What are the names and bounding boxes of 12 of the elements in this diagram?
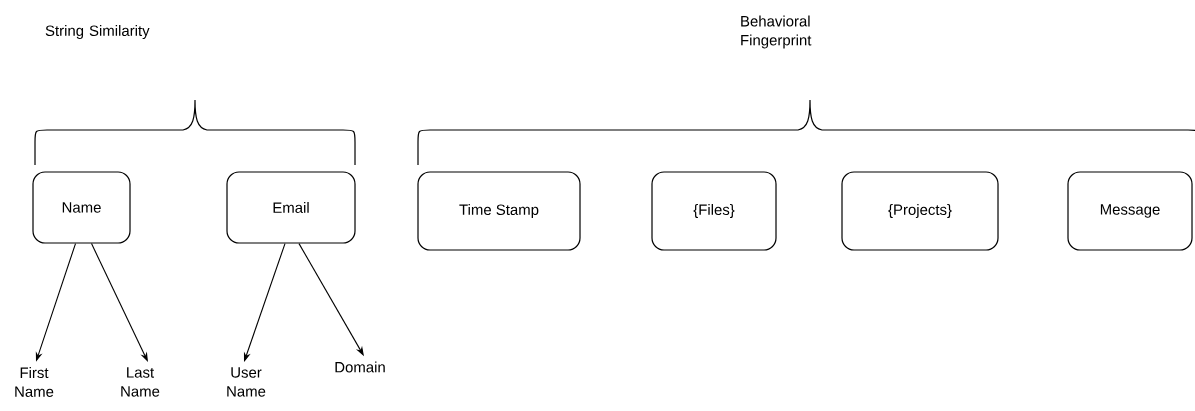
- rounded-box: Email: [226, 171, 356, 244]
- rounded-box: Message: [1067, 171, 1193, 251]
- group-label: Behavioral Fingerprint: [741, 15, 812, 49]
- group-label: String Similarity: [45, 25, 150, 39]
- node-label: User Name: [227, 367, 266, 397]
- rounded-box: Time Stamp: [417, 171, 581, 251]
- node-label: First Name: [15, 367, 54, 397]
- rounded-box: Name: [32, 171, 131, 244]
- node-label: Domain: [335, 361, 385, 373]
- rounded-box: {Projects}: [841, 171, 999, 251]
- node-label: Last Name: [121, 367, 160, 397]
- rounded-box: {Files}: [651, 171, 777, 251]
